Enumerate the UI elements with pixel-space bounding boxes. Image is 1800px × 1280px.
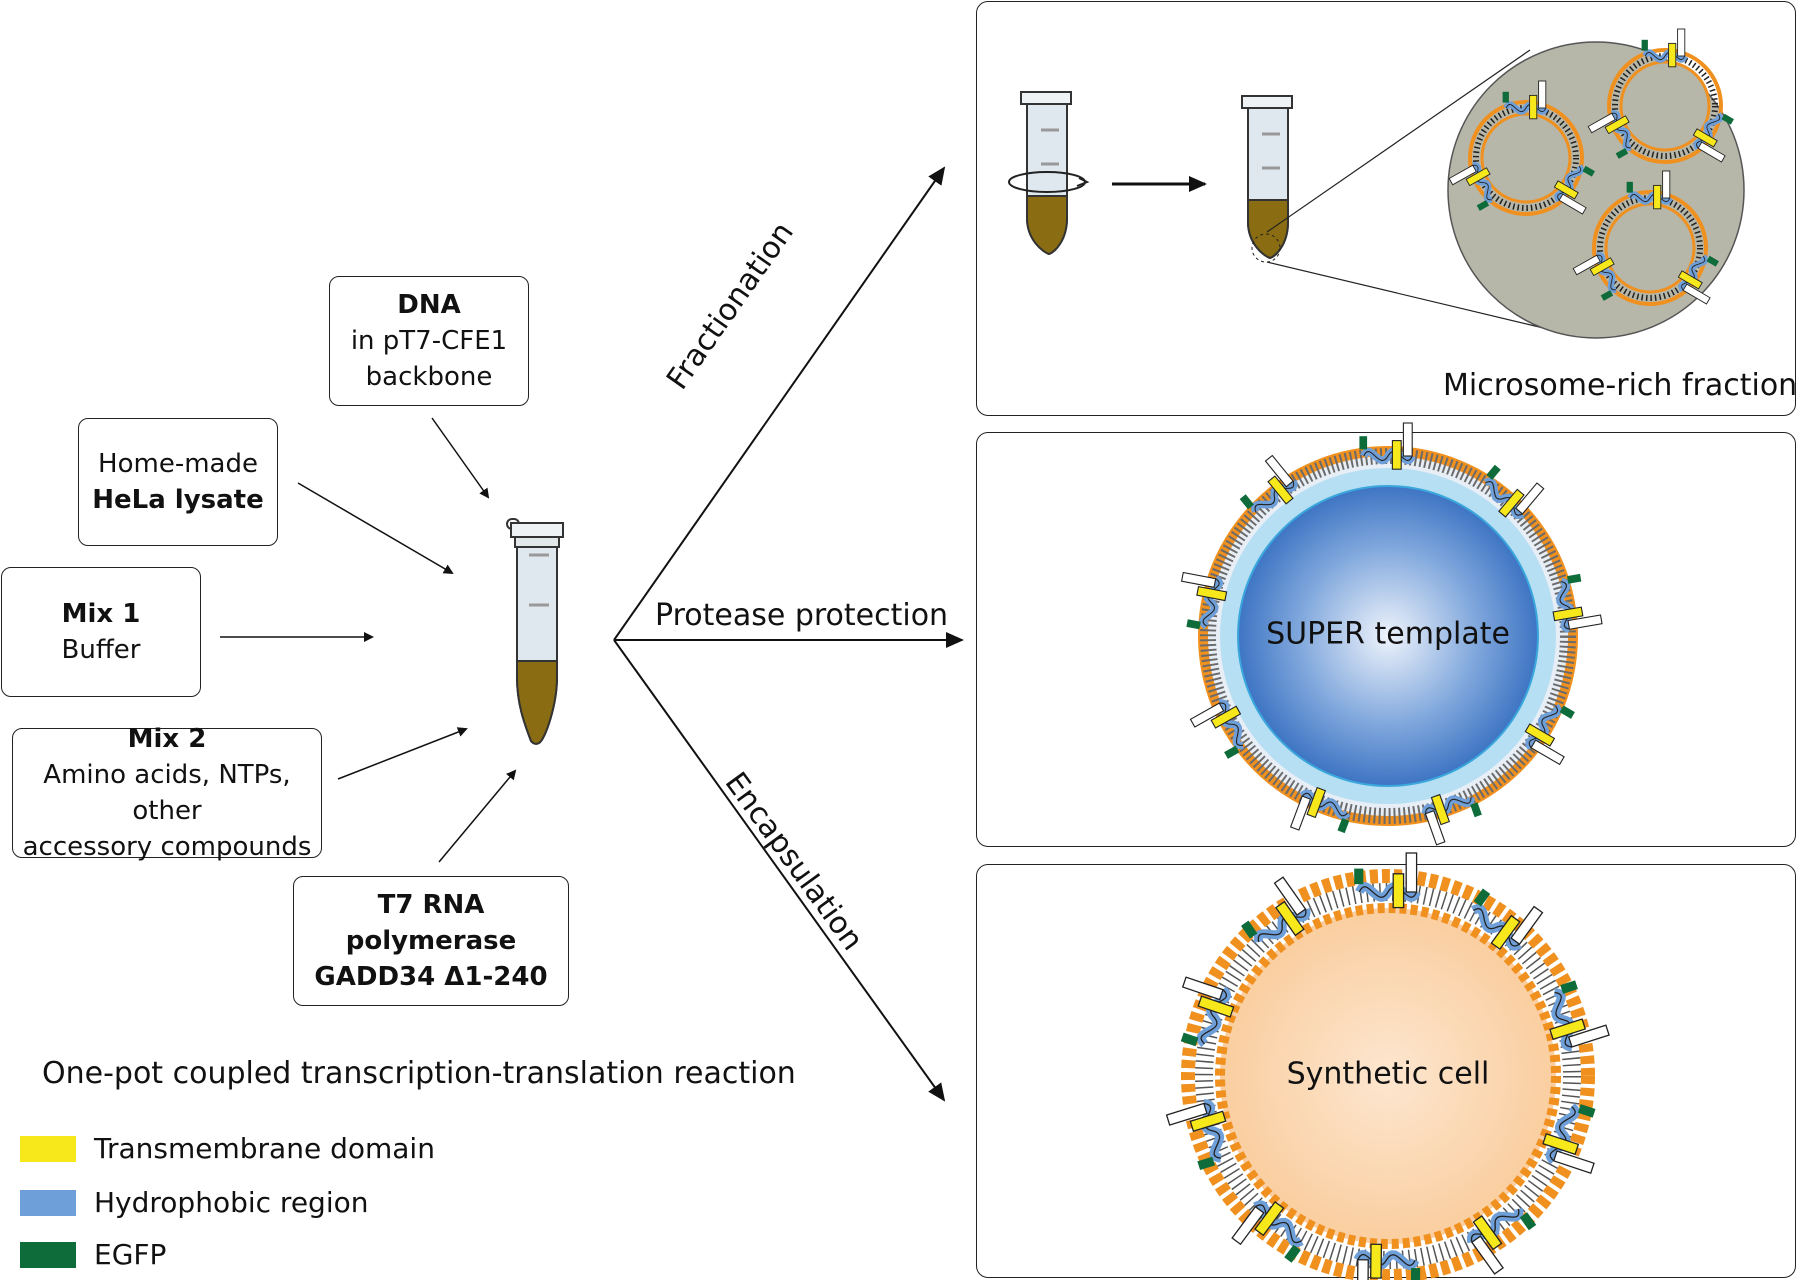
arrow-t7: [438, 769, 517, 863]
cell-inner-lipid: [1215, 903, 1561, 1249]
legend-label-egfp: EGFP: [94, 1238, 167, 1271]
membrane-protein: [1524, 703, 1575, 766]
dna-line1: in pT7-CFE1: [350, 326, 508, 356]
microsome-label: Microsome-rich fraction: [1443, 368, 1798, 403]
membrane-protein: [1421, 793, 1482, 846]
membrane-protein: [1231, 1200, 1304, 1263]
membrane-protein: [1587, 110, 1632, 159]
mix2-line1: Amino acids, NTPs, other: [43, 760, 291, 826]
mix1-line1: Buffer: [61, 635, 141, 665]
membrane-protein: [1692, 112, 1734, 163]
zoom-line-bottom: [1266, 261, 1561, 333]
zoom-line-top: [1266, 49, 1531, 233]
t7-box: T7 RNA polymerase GADD34 Δ1-240: [293, 876, 569, 1006]
super-label: SUPER template: [1266, 616, 1510, 652]
membrane-protein: [1165, 1098, 1227, 1171]
caption: One-pot coupled transcription-translatio…: [42, 1056, 796, 1091]
cell-outer-lipid: [1181, 869, 1595, 1280]
membrane-protein: [1241, 876, 1311, 943]
hela-line1: Home-made: [98, 449, 258, 479]
hela-title: HeLa lysate: [92, 485, 264, 515]
t7-line2: GADD34 Δ1-240: [314, 962, 548, 992]
arrow-dna: [431, 417, 490, 499]
legend-row-hydrophobic: Hydrophobic region: [20, 1186, 368, 1219]
legend-row-transmembrane: Transmembrane domain: [20, 1132, 435, 1165]
mix2-title: Mix 2: [127, 724, 207, 754]
membrane-protein: [1502, 80, 1549, 120]
dna-title: DNA: [397, 290, 461, 320]
mix1-title: Mix 1: [61, 599, 141, 629]
arrow-hela: [297, 482, 454, 575]
membrane-protein: [1641, 28, 1688, 68]
membrane-protein: [1180, 571, 1228, 630]
route-arrow-encapsulation: [613, 639, 946, 1102]
membrane-protein: [1239, 454, 1298, 513]
yellow-swatch: [20, 1135, 76, 1162]
hela-box: Home-made HeLa lysate: [78, 418, 278, 546]
reaction-tube: [506, 518, 564, 745]
route-arrow-fractionation: [613, 166, 946, 641]
super-membrane-proteins: [1180, 422, 1603, 846]
membrane-protein: [1572, 252, 1617, 301]
mix2-line2: accessory compounds: [22, 832, 312, 862]
membrane-protein: [1289, 786, 1351, 834]
membrane-protein: [1553, 164, 1595, 215]
membrane-protein: [1448, 162, 1493, 211]
route-label-protease: Protease protection: [655, 598, 949, 633]
legend-row-egfp: EGFP: [20, 1238, 166, 1271]
membrane-protein: [1353, 1243, 1421, 1280]
dna-box: DNA in pT7-CFE1 backbone: [329, 276, 529, 406]
membrane-protein: [1542, 1103, 1596, 1174]
membrane-protein: [1189, 699, 1244, 759]
legend-label-hydrophobic: Hydrophobic region: [94, 1186, 369, 1219]
green-swatch: [20, 1241, 76, 1268]
membrane-protein: [1626, 170, 1673, 210]
membrane-protein: [1483, 464, 1545, 520]
membrane-protein: [1354, 852, 1421, 909]
spinning-tube: [1008, 91, 1090, 256]
synthetic-label: Synthetic cell: [1286, 1056, 1490, 1092]
membrane-protein: [1359, 422, 1416, 470]
mix1-box: Mix 1 Buffer: [1, 567, 201, 697]
membrane-protein: [1467, 1207, 1537, 1275]
microsome-vesicles: [1448, 28, 1734, 306]
arrow-mix2: [337, 727, 468, 780]
membrane-protein: [1677, 254, 1719, 305]
pellet-tube: [1241, 95, 1293, 263]
blue-swatch: [20, 1189, 76, 1216]
membrane-protein: [1549, 980, 1610, 1052]
dna-line2: backbone: [365, 362, 493, 392]
t7-line1: T7 RNA polymerase: [345, 890, 517, 956]
membrane-protein: [1552, 573, 1603, 633]
cell-membrane-proteins: [1165, 852, 1610, 1280]
super-bead: [1237, 485, 1539, 787]
membrane-protein: [1470, 888, 1544, 951]
legend-label-transmembrane: Transmembrane domain: [94, 1132, 435, 1165]
mix2-box: Mix 2 Amino acids, NTPs, other accessory…: [12, 724, 322, 862]
membrane-protein: [1180, 976, 1235, 1048]
